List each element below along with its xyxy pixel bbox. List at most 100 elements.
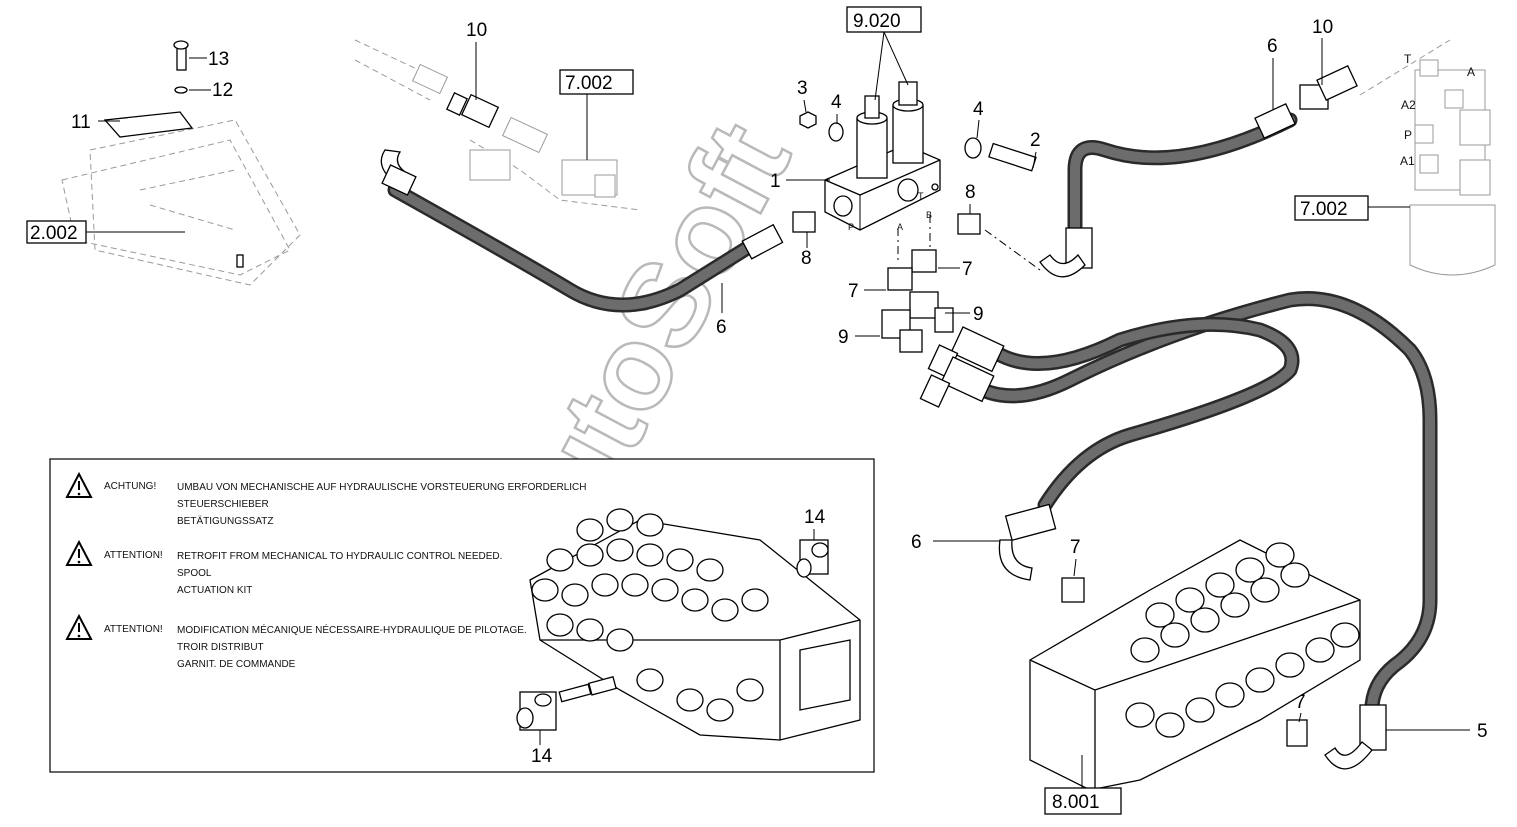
callout-9-right: 9: [945, 304, 984, 325]
callout-6-lower: 6: [911, 532, 1000, 553]
svg-text:A2: A2: [1401, 98, 1416, 112]
washer: [174, 86, 188, 94]
warning-triangle-icon: [65, 539, 93, 566]
svg-text:7: 7: [962, 259, 973, 280]
svg-text:ATTENTION!: ATTENTION!: [104, 624, 163, 635]
svg-text:A: A: [897, 222, 903, 232]
callout-7-bottom-center: 7: [1070, 537, 1081, 577]
svg-text:ACTUATION KIT: ACTUATION KIT: [177, 585, 252, 596]
washer-bolt-right: [964, 137, 1037, 172]
callout-8-left: 8: [801, 232, 812, 269]
valve-block: P T: [824, 81, 941, 232]
svg-text:7.002: 7.002: [565, 73, 613, 94]
hose-6-left: [380, 149, 784, 313]
callout-2: 2: [1030, 130, 1041, 169]
callout-6-left: 6: [716, 283, 727, 338]
svg-text:T: T: [918, 191, 924, 201]
svg-text:T: T: [1404, 52, 1412, 66]
svg-text:2.002: 2.002: [30, 223, 78, 244]
bolt-head: [173, 40, 189, 50]
hose-5: [919, 291, 1438, 770]
nut-3: [799, 111, 817, 129]
fitting-8-left: [792, 211, 816, 233]
warning-triangle-icon: [65, 613, 93, 640]
svg-text:10: 10: [466, 20, 487, 41]
svg-text:12: 12: [212, 80, 233, 101]
svg-text:A1: A1: [1400, 154, 1415, 168]
actuator-14-top: [796, 539, 829, 578]
svg-text:10: 10: [1312, 17, 1333, 38]
svg-text:RETROFIT FROM MECHANICAL TO HY: RETROFIT FROM MECHANICAL TO HYDRAULIC CO…: [177, 551, 502, 562]
callout-7-center-right: 7: [938, 259, 973, 280]
svg-text:9.020: 9.020: [853, 11, 901, 32]
callout-4-right: 4: [973, 99, 984, 139]
svg-text:4: 4: [973, 99, 984, 120]
svg-text:7.002: 7.002: [1300, 199, 1348, 220]
svg-text:5: 5: [1477, 721, 1488, 742]
callout-6-top-right: 6: [1267, 36, 1278, 110]
port-lines: A B: [897, 210, 1041, 271]
svg-text:UMBAU VON MECHANISCHE AUF HYDR: UMBAU VON MECHANISCHE AUF HYDRAULISCHE V…: [177, 482, 587, 493]
svg-text:6: 6: [1267, 36, 1278, 57]
svg-text:9: 9: [838, 327, 849, 348]
callout-7-center-left: 7: [848, 281, 886, 302]
callout-10-right: 10: [1312, 17, 1333, 85]
control-valve-bank-right: [1029, 539, 1361, 791]
fittings-7-9-center: [881, 249, 954, 353]
fitting-10-left: [445, 92, 500, 129]
svg-text:8: 8: [801, 248, 812, 269]
callout-14-bottom: 14: [531, 730, 553, 767]
svg-text:7: 7: [848, 281, 859, 302]
cover-plate: [103, 111, 194, 138]
svg-text:3: 3: [797, 78, 808, 99]
callout-9-left: 9: [838, 327, 880, 348]
svg-text:9: 9: [973, 304, 984, 325]
svg-text:7: 7: [1295, 692, 1306, 713]
svg-text:P: P: [1404, 128, 1412, 142]
callout-8-right: 8: [965, 182, 976, 214]
ref-8-001: 8.001: [1044, 755, 1122, 815]
cover-plate-assembly: [61, 40, 301, 286]
fitting-10-right: [1299, 64, 1358, 110]
callout-14-top: 14: [804, 507, 826, 540]
svg-text:TROIR DISTRIBUT: TROIR DISTRIBUT: [177, 642, 264, 653]
actuator-14-bottom: [516, 676, 617, 731]
svg-text:4: 4: [831, 92, 842, 113]
svg-text:A: A: [1467, 65, 1475, 79]
svg-text:ATTENTION!: ATTENTION!: [104, 550, 163, 561]
callout-4-left: 4: [831, 92, 842, 124]
svg-text:6: 6: [911, 532, 922, 553]
svg-text:14: 14: [804, 507, 826, 528]
ghost-pilot-valve: T A A2 P A1: [1359, 39, 1496, 276]
svg-text:SPOOL: SPOOL: [177, 568, 212, 579]
warning-triangle-icon: [65, 471, 93, 498]
ref-2-002: 2.002: [26, 220, 185, 244]
svg-text:13: 13: [208, 49, 229, 70]
callout-3: 3: [797, 78, 808, 113]
bolt-shank: [176, 47, 187, 71]
hose-6-lower: [998, 503, 1085, 603]
callout-12: 12: [189, 80, 233, 101]
callout-13: 13: [189, 49, 229, 70]
svg-text:7: 7: [1070, 537, 1081, 558]
svg-text:1: 1: [770, 171, 781, 192]
svg-text:8.001: 8.001: [1052, 792, 1100, 813]
svg-text:11: 11: [71, 112, 91, 133]
washer-4-left: [828, 122, 844, 142]
callout-10-left: 10: [466, 20, 487, 100]
ghost-left-fittings: [354, 39, 641, 211]
svg-text:14: 14: [531, 746, 553, 767]
callout-7-bottom-right: 7: [1295, 692, 1306, 723]
svg-text:GARNIT. DE COMMANDE: GARNIT. DE COMMANDE: [177, 659, 296, 670]
warning-en: ATTENTION! RETROFIT FROM MECHANICAL TO H…: [65, 539, 502, 596]
warning-fr: ATTENTION! MODIFICATION MÉCANIQUE NÉCESS…: [65, 613, 527, 670]
warning-de: ACHTUNG! UMBAU VON MECHANISCHE AUF HYDRA…: [65, 471, 587, 527]
svg-text:B: B: [926, 210, 932, 220]
ref-7-002-right: 7.002: [1294, 195, 1410, 221]
callout-1: 1: [770, 171, 830, 192]
svg-text:6: 6: [716, 317, 727, 338]
svg-text:ACHTUNG!: ACHTUNG!: [104, 481, 156, 492]
hose-6-top-right: [1039, 102, 1298, 278]
svg-text:P: P: [848, 222, 854, 232]
